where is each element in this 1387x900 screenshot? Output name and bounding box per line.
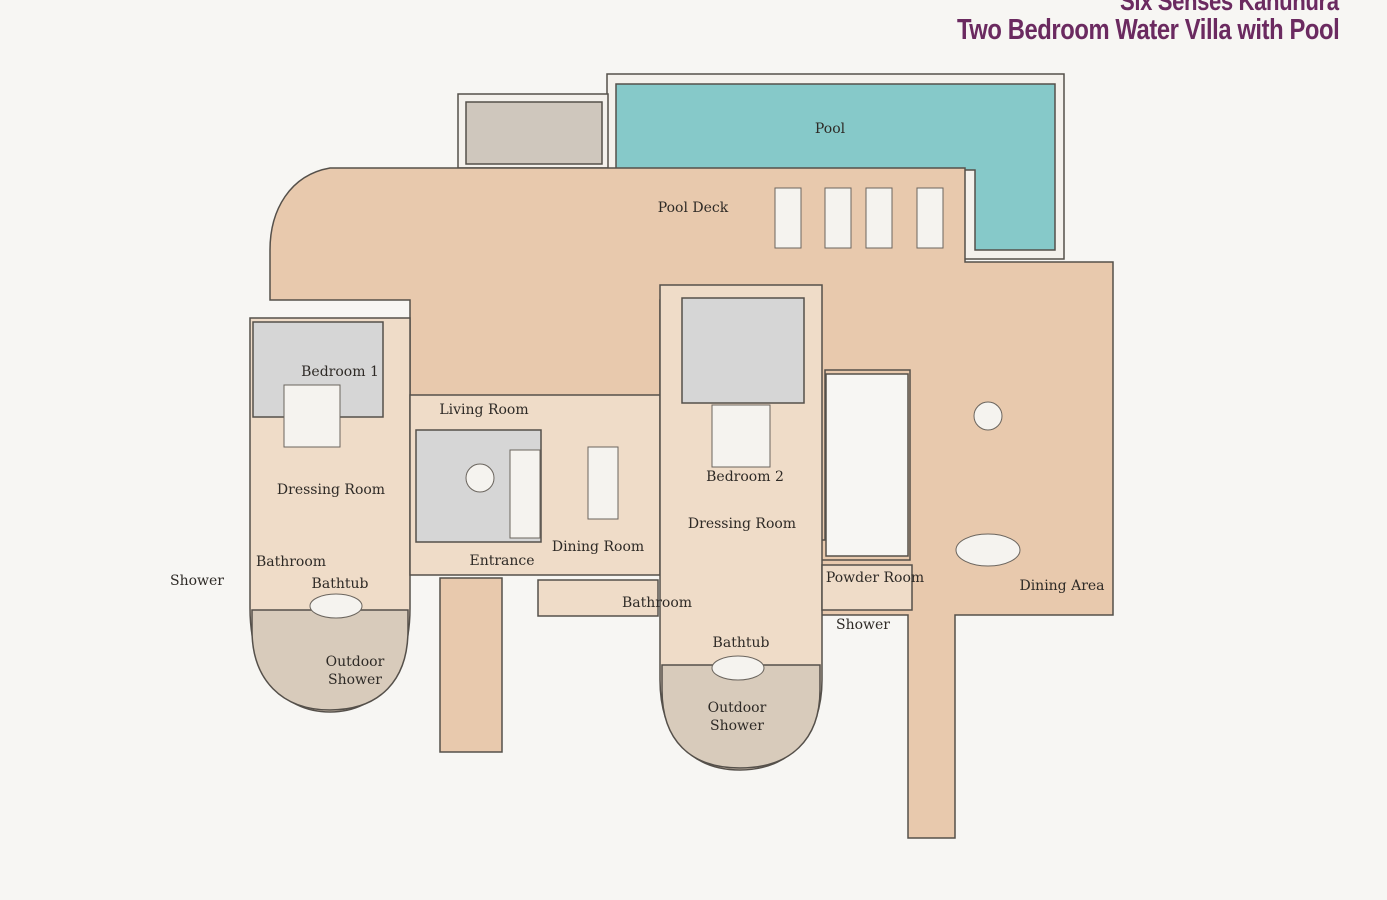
sofa <box>509 449 541 539</box>
dining-table <box>587 446 619 520</box>
room-label-outdoor-shower-2: Outdoor Shower <box>707 700 767 734</box>
dining-area-table <box>955 533 1021 567</box>
room-label-bathtub-2: Bathtub <box>712 635 770 651</box>
entrance-walkway <box>439 577 503 753</box>
bed-2 <box>711 404 771 468</box>
room-label-outdoor-shower-1: Outdoor Shower <box>325 654 385 688</box>
deck-round-table <box>973 401 1003 431</box>
courtyard <box>825 373 909 557</box>
bed-1 <box>283 384 341 448</box>
sun-lounger <box>824 187 852 249</box>
room-label-dressing-room-2: Dressing Room <box>687 516 797 532</box>
sun-lounger <box>865 187 893 249</box>
room-label-shower-1: Shower <box>170 573 224 589</box>
room-label-shower-2: Shower <box>836 617 890 633</box>
sun-lounger <box>774 187 802 249</box>
sun-lounger <box>916 187 944 249</box>
bedroom-2-carpet <box>681 297 805 404</box>
page-title: Two Bedroom Water Villa with Pool <box>956 14 1340 46</box>
room-label-bathroom-1: Bathroom <box>255 554 327 570</box>
room-label-pool: Pool <box>814 121 846 137</box>
brand-name: Six Senses Kanuhura <box>1120 0 1339 16</box>
room-label-pool-deck: Pool Deck <box>657 200 729 216</box>
room-label-entrance: Entrance <box>469 553 535 569</box>
coffee-table <box>465 463 495 493</box>
room-label-dressing-room-1: Dressing Room <box>276 482 386 498</box>
outdoor-shower-1-garden <box>251 609 409 711</box>
bathroom-corridor <box>537 579 659 617</box>
room-label-living-room: Living Room <box>439 402 529 418</box>
room-label-bathroom-2: Bathroom <box>621 595 693 611</box>
room-label-powder-room: Powder Room <box>825 570 925 586</box>
room-label-dining-room: Dining Room <box>551 539 645 555</box>
room-label-bedroom-1: Bedroom 1 <box>301 364 379 380</box>
bathtub-2 <box>711 655 765 681</box>
powder-room-floor <box>821 564 913 611</box>
bathtub-1 <box>309 593 363 619</box>
room-label-bedroom-2: Bedroom 2 <box>706 469 784 485</box>
room-label-bathtub-1: Bathtub <box>311 576 369 592</box>
outdoor-shower-2-garden <box>661 664 821 769</box>
room-label-dining-area: Dining Area <box>1019 578 1105 594</box>
net-icon <box>465 101 603 165</box>
